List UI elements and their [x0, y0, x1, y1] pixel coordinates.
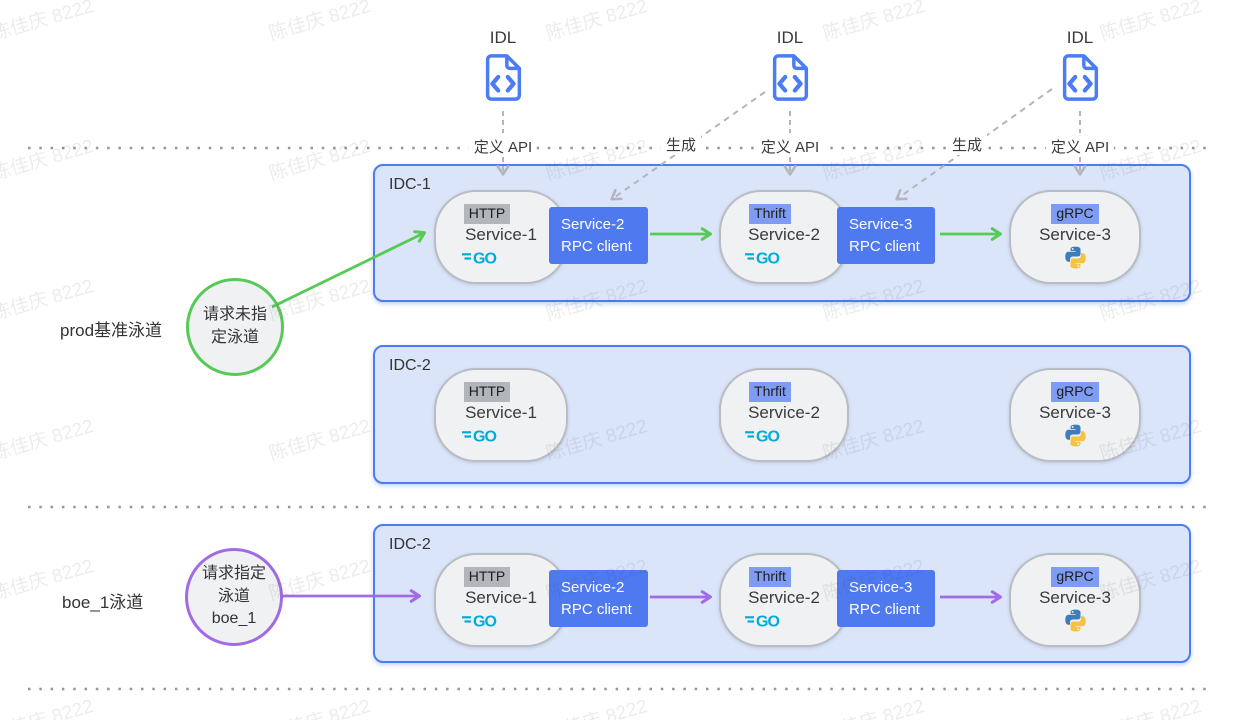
go-logo-icon: GO: [462, 424, 512, 448]
idc-box-3: IDC-2 HTTP Service-1 GO Service-2 RPC cl…: [373, 524, 1191, 663]
go-logo-icon: GO: [745, 609, 795, 633]
python-logo-icon: [1063, 609, 1088, 633]
svg-text:GO: GO: [473, 251, 496, 268]
go-logo-icon: GO: [745, 424, 795, 448]
go-logo-icon: GO: [462, 246, 512, 270]
protocol-tag: HTTP: [463, 382, 511, 402]
service-name: Service-1: [465, 402, 537, 422]
service-node: Thrift Service-2 GO: [719, 190, 849, 284]
service-node: HTTP Service-1 GO: [434, 553, 568, 647]
watermark-text: 陈佳庆 8222: [266, 135, 373, 185]
service-name: Service-2: [748, 587, 820, 607]
protocol-tag: HTTP: [463, 204, 511, 224]
watermark-text: 陈佳庆 8222: [819, 691, 927, 720]
rpc-client-box: Service-2 RPC client: [549, 207, 648, 264]
lane-label-prod: prod基准泳道: [60, 321, 163, 340]
svg-text:GO: GO: [756, 614, 779, 631]
idl-label: IDL: [1066, 28, 1094, 47]
idl-group-3: IDL: [1010, 28, 1150, 108]
idl-label: IDL: [489, 28, 517, 47]
watermark-text: 陈佳庆 8222: [0, 0, 96, 45]
protocol-tag: Thrfit: [749, 382, 791, 402]
service-node: HTTP Service-1 GO: [434, 368, 568, 462]
request-circle-boe1: 请求指定 泳道 boe_1: [185, 548, 283, 646]
protocol-tag: Thrift: [749, 204, 791, 224]
generate-label: 生成: [660, 134, 702, 155]
protocol-tag: gRPC: [1051, 567, 1099, 587]
rpc-client-line: Service-2: [561, 215, 625, 233]
svg-text:GO: GO: [756, 429, 779, 446]
idl-file-icon: [768, 53, 812, 108]
idl-group-1: IDL: [433, 28, 573, 108]
svg-text:GO: GO: [473, 614, 496, 631]
service-name: Service-1: [465, 224, 537, 244]
rpc-client-line: Service-3: [849, 578, 913, 596]
service-name: Service-2: [748, 224, 820, 244]
idc-box-2: IDC-2 HTTP Service-1 GO Thrfit Service-2…: [373, 345, 1191, 484]
service-name: Service-3: [1039, 587, 1111, 607]
service-node: HTTP Service-1 GO: [434, 190, 568, 284]
service-node: Thrfit Service-2 GO: [719, 368, 849, 462]
rpc-client-box: Service-3 RPC client: [837, 207, 935, 264]
service-name: Service-3: [1039, 402, 1111, 422]
rpc-client-box: Service-3 RPC client: [837, 570, 935, 627]
service-node: gRPC Service-3: [1009, 553, 1141, 647]
idl-label: IDL: [776, 28, 804, 47]
rpc-client-line: Service-3: [849, 215, 913, 233]
service-name: Service-2: [748, 402, 820, 422]
service-node: gRPC Service-3: [1009, 368, 1141, 462]
rpc-client-line: RPC client: [561, 237, 632, 255]
python-logo-icon: [1063, 424, 1088, 448]
protocol-tag: gRPC: [1051, 204, 1099, 224]
rpc-client-box: Service-2 RPC client: [549, 570, 648, 627]
define-api-label: 定义 API: [1045, 136, 1115, 157]
idc-box-title: IDC-2: [389, 536, 431, 553]
request-circle-text: boe_1: [211, 610, 257, 628]
watermark-text: 陈佳庆 8222: [542, 691, 650, 720]
rpc-client-line: RPC client: [849, 600, 920, 618]
service-node: Thrift Service-2 GO: [719, 553, 849, 647]
request-circle-text: 定泳道: [210, 329, 259, 346]
watermark-text: 陈佳庆 8222: [0, 415, 96, 465]
idl-group-2: IDL: [720, 28, 860, 108]
protocol-tag: gRPC: [1051, 382, 1099, 402]
define-api-label: 定义 API: [468, 136, 538, 157]
lane-label-boe1: boe_1泳道: [62, 593, 144, 612]
idc-box-1: IDC-1 HTTP Service-1 GO Service-2 RPC cl…: [373, 164, 1191, 302]
svg-text:GO: GO: [473, 429, 496, 446]
protocol-tag: Thrift: [749, 567, 791, 587]
watermark-text: 陈佳庆 8222: [0, 691, 96, 720]
go-logo-icon: GO: [462, 609, 512, 633]
service-node: gRPC Service-3: [1009, 190, 1141, 284]
service-name: Service-1: [465, 587, 537, 607]
go-logo-icon: GO: [745, 246, 795, 270]
rpc-client-line: Service-2: [561, 578, 625, 596]
svg-text:GO: GO: [756, 251, 779, 268]
request-circle-prod: 请求未指 定泳道: [186, 278, 284, 376]
request-circle-text: 请求指定: [201, 564, 266, 582]
watermark-text: 陈佳庆 8222: [265, 691, 373, 720]
request-circle-text: 泳道: [217, 587, 250, 605]
request-circle-text: 请求未指: [202, 306, 267, 324]
idl-file-icon: [481, 53, 525, 108]
watermark-text: 陈佳庆 8222: [1096, 691, 1204, 720]
protocol-tag: HTTP: [463, 567, 511, 587]
watermark-text: 陈佳庆 8222: [266, 0, 373, 45]
define-api-label: 定义 API: [755, 136, 825, 157]
idc-box-title: IDC-2: [389, 357, 431, 374]
generate-label: 生成: [946, 134, 988, 155]
idc-box-title: IDC-1: [389, 176, 431, 193]
rpc-client-line: RPC client: [561, 600, 632, 618]
rpc-client-line: RPC client: [849, 237, 920, 255]
service-name: Service-3: [1039, 224, 1111, 244]
watermark-text: 陈佳庆 8222: [266, 415, 373, 465]
idl-file-icon: [1058, 53, 1102, 108]
watermark-text: 陈佳庆 8222: [0, 135, 96, 185]
python-logo-icon: [1063, 246, 1088, 270]
